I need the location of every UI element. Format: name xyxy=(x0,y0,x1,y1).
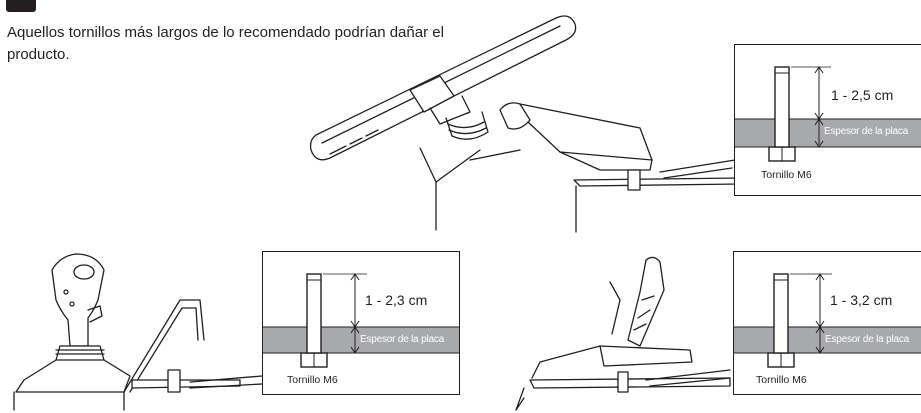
detail-box-wheel: 1 - 2,5 cm Espesor de la placa Tornillo … xyxy=(734,44,921,196)
screw-type-label: Tornillo M6 xyxy=(287,374,338,386)
screw-diagram xyxy=(263,273,459,368)
warning-text: Aquellos tornillos más largos de lo reco… xyxy=(7,24,444,63)
shifter-illustration xyxy=(13,253,263,411)
steering-wheel-illustration xyxy=(309,15,741,233)
detail-box-shifter: 1 - 2,3 cm Espesor de la placa Tornillo … xyxy=(262,251,460,395)
plate-thickness-label: Espesor de la placa xyxy=(360,334,445,345)
screw-diagram xyxy=(735,66,921,162)
screw-length-label: 1 - 2,5 cm xyxy=(831,87,894,103)
detail-box-pedals: 1 - 3,2 cm Espesor de la placa Tornillo … xyxy=(733,251,921,395)
plate-thickness-label: Espesor de la placa xyxy=(824,126,909,137)
screw-type-label: Tornillo M6 xyxy=(756,374,807,386)
screw-length-label: 1 - 3,2 cm xyxy=(830,292,893,308)
plate-thickness-label: Espesor de la placa xyxy=(825,334,910,345)
warning-badge xyxy=(6,0,36,12)
screw-diagram xyxy=(734,273,921,368)
screw-length-label: 1 - 2,3 cm xyxy=(365,292,428,308)
screw-type-label: Tornillo M6 xyxy=(761,169,812,181)
pedals-illustration xyxy=(515,256,731,411)
